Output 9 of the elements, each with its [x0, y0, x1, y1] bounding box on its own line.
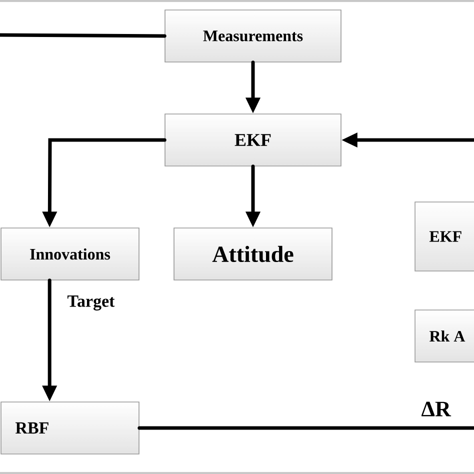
- process-box: EKF: [164, 114, 342, 166]
- process-box: Innovations: [0, 228, 140, 280]
- edge-label: Target: [67, 296, 115, 310]
- process-box: EKF: [414, 202, 474, 272]
- edge-label: ΔR: [422, 402, 452, 416]
- process-box: RBF: [0, 402, 140, 454]
- process-box: Measurements: [164, 10, 342, 62]
- process-box: Rk A: [414, 310, 474, 362]
- process-box: Attitude: [174, 228, 332, 280]
